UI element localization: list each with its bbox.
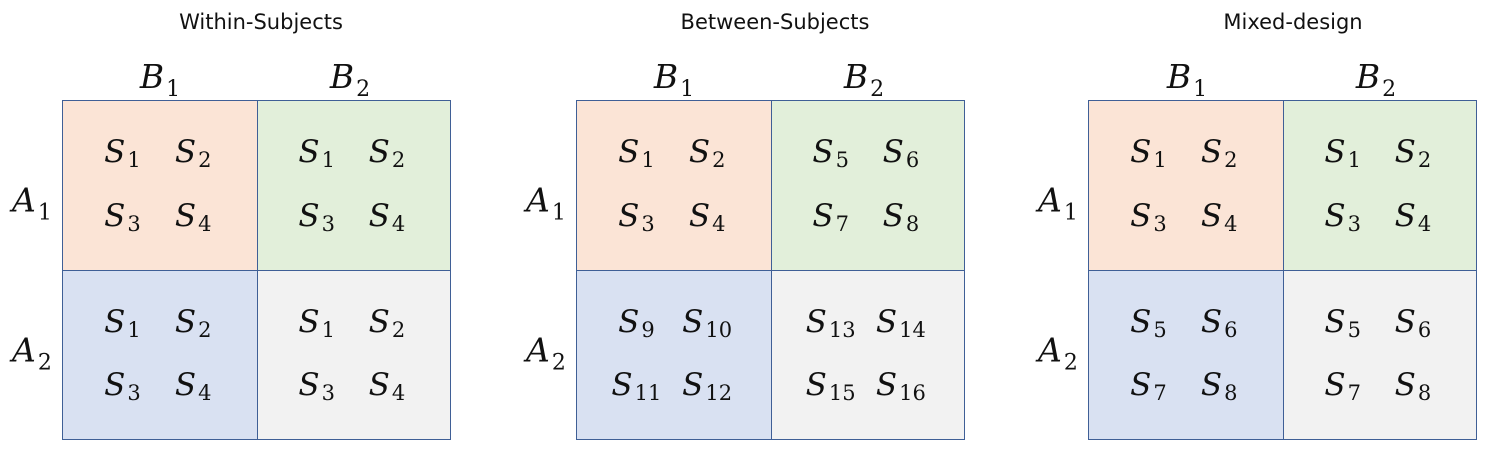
row-label-a2: A2 [12, 330, 52, 376]
column-label-b1: B1 [139, 57, 181, 102]
row-label-a2: A2 [1038, 330, 1078, 376]
column-label-b2: B2 [843, 57, 885, 102]
panel-title: Within-Subjects [179, 10, 343, 34]
panel-title: Between-Subjects [680, 10, 870, 34]
row-label-a1: A1 [526, 180, 566, 226]
column-label-b2: B2 [1355, 57, 1397, 102]
row-label-a1: A1 [12, 180, 52, 226]
row-label-a2: A2 [526, 330, 566, 376]
column-label-b1: B1 [653, 57, 695, 102]
panel-title: Mixed-design [1223, 10, 1363, 34]
column-label-b2: B2 [329, 57, 371, 102]
row-label-a1: A1 [1038, 180, 1078, 226]
column-label-b1: B1 [1166, 57, 1208, 102]
